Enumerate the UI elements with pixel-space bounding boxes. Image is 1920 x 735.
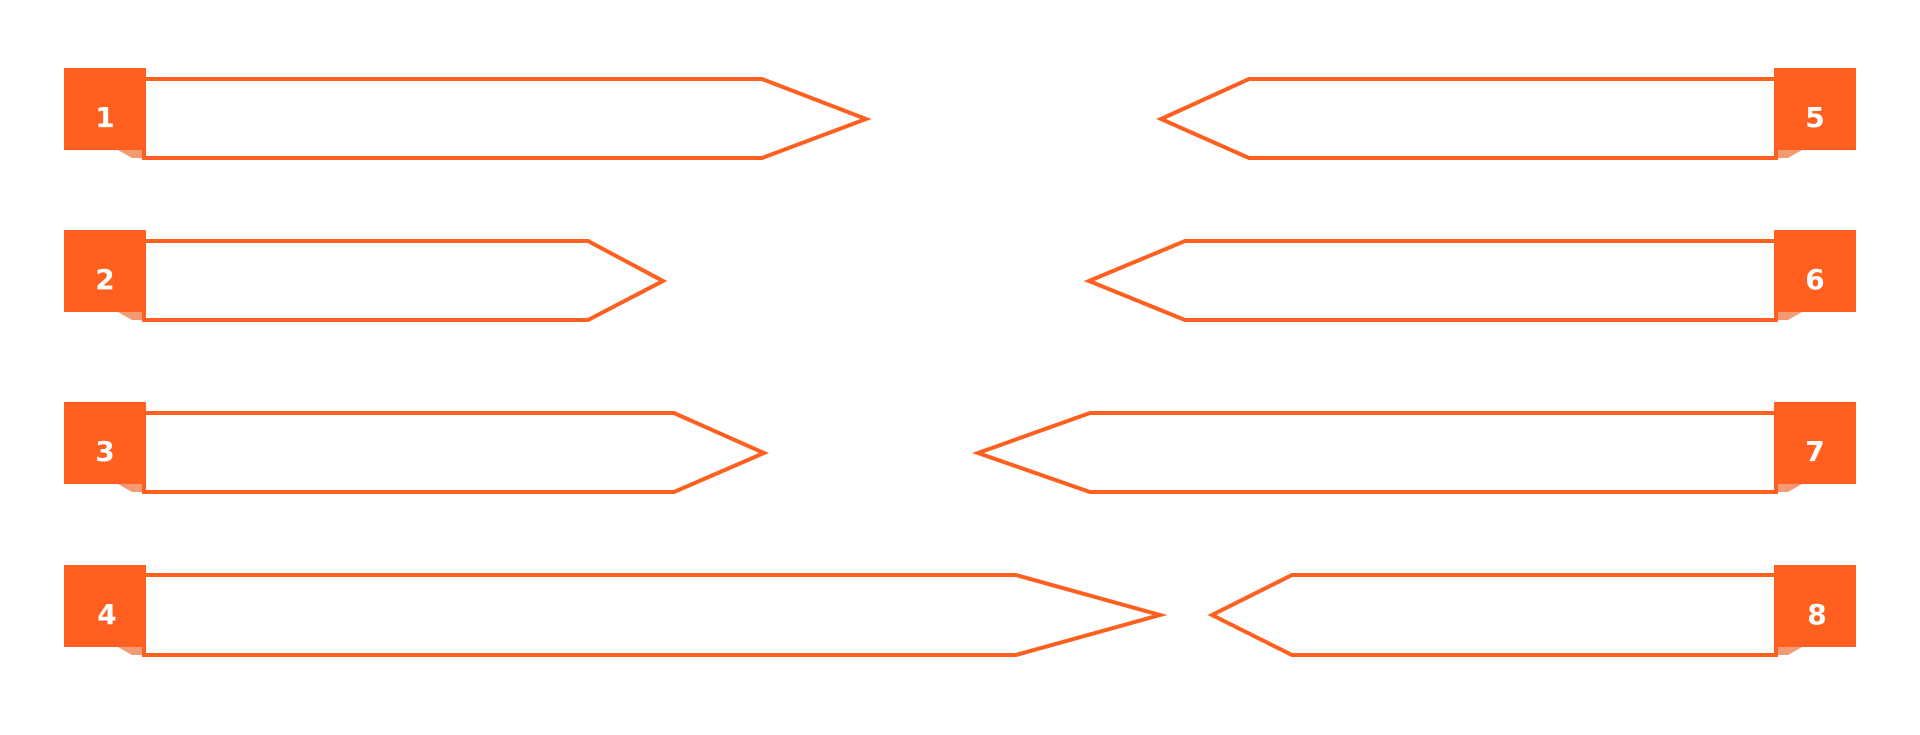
number-badge xyxy=(1774,230,1856,312)
badge-shadow xyxy=(118,312,146,320)
number-badge xyxy=(1774,402,1856,484)
arrow-outline xyxy=(971,411,1778,494)
arrow-outline xyxy=(1207,573,1778,657)
arrow-outline xyxy=(142,573,1168,657)
badge-shadow xyxy=(118,647,146,655)
arrow-item-7: 7 xyxy=(971,402,1856,494)
arrow-item-6: 6 xyxy=(1083,230,1856,322)
arrow-item-1: 1 xyxy=(64,68,872,160)
number-badge xyxy=(64,68,146,150)
number-label: 5 xyxy=(1805,101,1824,134)
number-badge xyxy=(1774,565,1856,647)
number-label: 2 xyxy=(95,263,114,296)
arrow-item-2: 2 xyxy=(64,230,668,322)
number-badge xyxy=(64,402,146,484)
badge-shadow xyxy=(118,484,146,492)
arrow-outline xyxy=(1156,77,1778,160)
arrow-outline xyxy=(142,239,668,322)
number-label: 6 xyxy=(1805,263,1824,296)
number-label: 4 xyxy=(97,598,116,631)
badge-shadow xyxy=(1774,484,1802,492)
badge-shadow xyxy=(1774,150,1802,158)
arrow-item-4: 4 xyxy=(64,565,1168,657)
badge-shadow xyxy=(1774,312,1802,320)
badge-shadow xyxy=(118,150,146,158)
arrow-outline xyxy=(142,411,769,494)
number-label: 8 xyxy=(1807,598,1826,631)
number-label: 1 xyxy=(95,101,114,134)
number-label: 7 xyxy=(1805,435,1824,468)
arrow-outline xyxy=(1083,239,1778,322)
arrow-item-8: 8 xyxy=(1207,565,1856,657)
arrow-item-3: 3 xyxy=(64,402,769,494)
number-badge xyxy=(64,565,146,647)
arrow-item-5: 5 xyxy=(1156,68,1856,160)
number-badge xyxy=(1774,68,1856,150)
number-badge xyxy=(64,230,146,312)
arrow-outline xyxy=(142,77,872,160)
badge-shadow xyxy=(1774,647,1802,655)
number-label: 3 xyxy=(95,435,114,468)
